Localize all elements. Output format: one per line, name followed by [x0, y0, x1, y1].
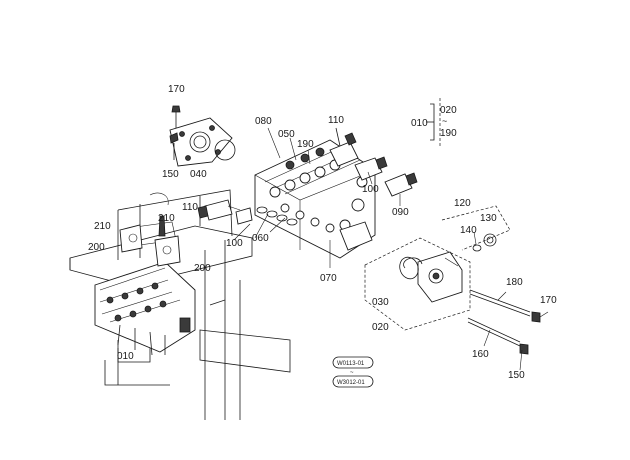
stud-bolts-160-180 — [467, 289, 549, 371]
label-160: 160 — [472, 349, 489, 360]
section-020-dashed — [364, 205, 511, 331]
label-020-top: 020 — [440, 105, 457, 116]
relief-valve-090 — [384, 172, 418, 197]
relief-valve-110-left — [197, 199, 253, 225]
label-180: 180 — [506, 277, 523, 288]
labels: 170 150 040 080 050 190 110 100 090 110 … — [88, 84, 557, 381]
label-170-top: 170 — [168, 84, 185, 95]
label-080: 080 — [255, 116, 272, 127]
bracket-210-200 — [119, 215, 181, 267]
serial-range-tilde: ~ — [350, 370, 354, 376]
label-150-right: 150 — [508, 370, 525, 381]
label-020-bottom: 020 — [372, 322, 389, 333]
label-210-left: 210 — [94, 221, 111, 232]
label-090: 090 — [392, 207, 409, 218]
label-120: 120 — [454, 198, 471, 209]
label-050: 050 — [278, 129, 295, 140]
label-200-left: 200 — [88, 242, 105, 253]
valve-stack — [254, 139, 376, 259]
leader-lines-center — [227, 127, 401, 268]
group-bracket-010 — [426, 98, 441, 148]
tractor-frame — [69, 189, 291, 420]
relief-valve-100 — [354, 156, 388, 181]
label-200-right: 200 — [194, 263, 211, 274]
label-190-top: 190 — [440, 128, 457, 139]
bolt-170-150-top — [169, 105, 181, 160]
label-060: 060 — [252, 233, 269, 244]
group-bracket-010-bottom — [117, 348, 151, 363]
label-010-top: 010 — [411, 118, 428, 129]
serial-from-badge: W0113-01 — [337, 361, 365, 367]
label-140: 140 — [460, 225, 477, 236]
tilde-sign: ~ — [442, 116, 447, 126]
label-100-right: 100 — [362, 184, 379, 195]
label-100-left: 100 — [226, 238, 243, 249]
label-150-top: 150 — [162, 169, 179, 180]
label-130: 130 — [480, 213, 497, 224]
label-070: 070 — [320, 273, 337, 284]
label-170-right: 170 — [540, 295, 557, 306]
serial-range: W0113-01 ~ W3012-01 — [332, 356, 374, 388]
label-210-right: 210 — [158, 213, 175, 224]
label-010-bottom: 010 — [117, 351, 134, 362]
relief-valve-110-top — [329, 127, 359, 167]
plug-130-140 — [472, 231, 497, 252]
label-030: 030 — [372, 297, 389, 308]
label-040: 040 — [190, 169, 207, 180]
label-190-center: 190 — [297, 139, 314, 150]
o-rings-060 — [256, 206, 298, 226]
label-110-top: 110 — [328, 115, 344, 126]
flange-plate-040 — [169, 117, 236, 167]
end-cover-020 — [399, 251, 463, 303]
loader-control-valve — [94, 261, 196, 356]
label-110-left: 110 — [182, 202, 198, 213]
serial-to-badge: W3012-01 — [337, 380, 365, 386]
